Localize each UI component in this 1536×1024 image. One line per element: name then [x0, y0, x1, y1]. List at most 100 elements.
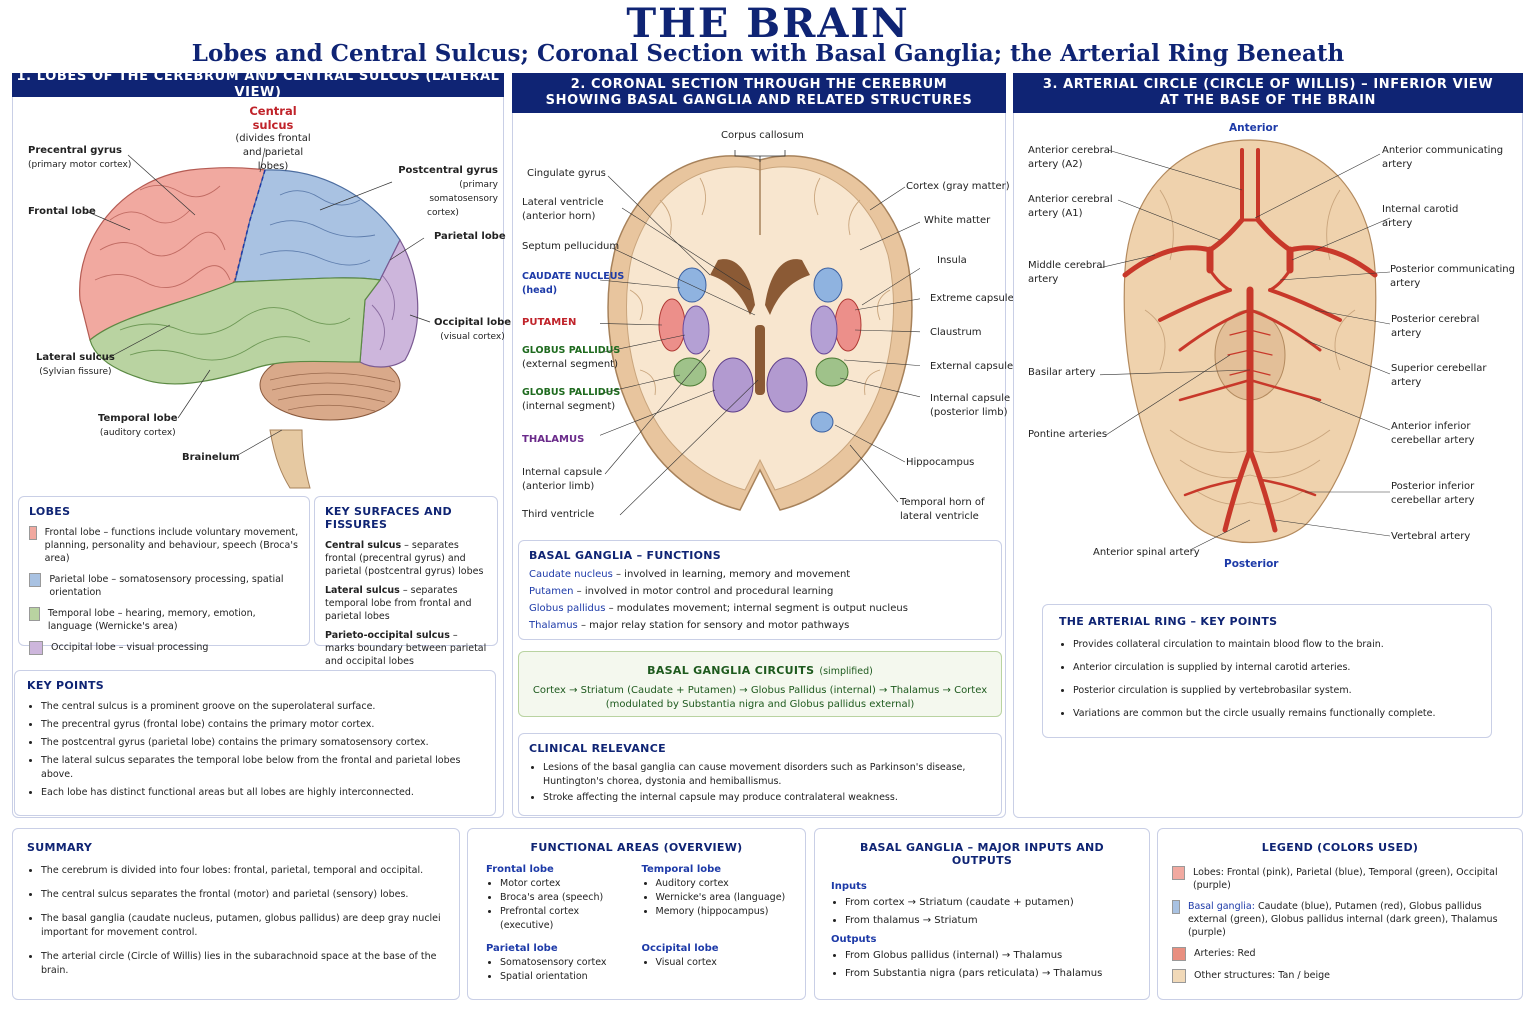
surfaces-box: KEY SURFACES AND FISSURES Central sulcus…	[314, 496, 498, 667]
acom-note: artery	[1382, 159, 1413, 170]
bg-circuits-heading: BASAL GANGLIA CIRCUITS	[647, 664, 815, 677]
frontal-lobe-label: Frontal lobe	[28, 206, 96, 217]
legend-item-label: Basal ganglia:	[1187, 901, 1255, 912]
coronal-section-illustration	[600, 150, 920, 516]
summary-item: The central sulcus separates the frontal…	[41, 888, 445, 902]
page-subtitle: Lobes and Central Sulcus; Coronal Sectio…	[191, 40, 1345, 67]
key-point: The precentral gyrus (frontal lobe) cont…	[41, 718, 483, 732]
functional-item: Motor cortex	[500, 877, 632, 891]
aca-a2-label: Anterior cerebral	[1028, 145, 1113, 156]
postcentral-gyrus-label: Postcentral gyrus	[398, 165, 498, 176]
septum-pellucidum-label: Septum pellucidum	[522, 241, 620, 252]
mca-line	[1122, 245, 1378, 278]
surface-text: – separates frontal (precentral gyrus) a…	[325, 540, 484, 577]
input-item: From thalamus → Striatum	[845, 914, 1133, 928]
clinical-item: Stroke affecting the internal capsule ma…	[543, 791, 991, 805]
lateral-sulcus-note: (Sylvian fissure)	[39, 367, 112, 377]
key-points-heading: KEY POINTS	[27, 679, 104, 692]
arterial-ring-box: THE ARTERIAL RING – KEY POINTS Provides …	[1042, 604, 1492, 738]
bg-functions-box: BASAL GANGLIA – FUNCTIONS Caudate nucleu…	[518, 540, 1002, 640]
key-point: The postcentral gyrus (parietal lobe) co…	[41, 736, 483, 750]
bg-function-term: Globus pallidus	[529, 603, 606, 614]
frontal-swatch	[29, 526, 37, 540]
pca-label: Posterior cerebral	[1391, 314, 1480, 325]
circle-of-willis-illustration	[1100, 139, 1391, 551]
ring-point: Posterior circulation is supplied by ver…	[1073, 684, 1475, 698]
hippocampus-shape	[810, 411, 834, 433]
pica-line	[1183, 478, 1317, 497]
caudate-label: CAUDATE NUCLEUS	[522, 271, 625, 282]
acom-label: Anterior communicating	[1382, 145, 1504, 156]
lobe-item: Parietal lobe – somatosensory processing…	[49, 574, 284, 598]
bg-functions-heading: BASAL GANGLIA – FUNCTIONS	[529, 549, 722, 562]
lobes-box: LOBES Frontal lobe – functions include v…	[18, 496, 310, 655]
panel-coronal-heading-line2: SHOWING BASAL GANGLIA AND RELATED STRUCT…	[545, 93, 973, 108]
corpus-callosum-bracket	[734, 150, 786, 162]
gp-external-label: GLOBUS PALLIDUS	[522, 345, 621, 356]
bg-circuits-box: BASAL GANGLIA CIRCUITS (simplified) Cort…	[518, 651, 1002, 717]
legend-swatch-other	[1172, 969, 1186, 983]
inputs-outputs-box: BASAL GANGLIA – MAJOR INPUTS AND OUTPUTS…	[814, 828, 1150, 1000]
inputs-outputs-heading: BASAL GANGLIA – MAJOR INPUTS AND OUTPUTS	[860, 841, 1104, 867]
pontine-lines	[1227, 329, 1273, 376]
precentral-gyrus-label: Precentral gyrus	[28, 145, 122, 156]
functional-item: Visual cortex	[656, 956, 788, 970]
aica-line	[1178, 378, 1322, 402]
lateral-ventricle-label: Lateral ventricle	[522, 197, 604, 208]
legend-item: Lobes: Frontal (pink), Parietal (blue), …	[1192, 867, 1498, 891]
arterial-ring-heading: THE ARTERIAL RING – KEY POINTS	[1059, 615, 1278, 628]
central-sulcus-note: (divides frontal	[235, 133, 311, 144]
occipital-lobe-shape	[359, 238, 419, 368]
external-capsule-label: External capsule	[930, 361, 1014, 372]
basilar-label: Basilar artery	[1028, 367, 1096, 378]
functional-group-title: Parietal lobe	[486, 943, 558, 954]
bg-function-text: – modulates movement; internal segment i…	[605, 603, 908, 614]
aca-a2-note: artery (A2)	[1028, 159, 1083, 170]
surfaces-box-heading: KEY SURFACES AND FISSURES	[325, 505, 452, 531]
key-point: The lateral sulcus separates the tempora…	[41, 754, 483, 782]
third-ventricle-shape	[755, 325, 765, 395]
temporal-swatch	[29, 607, 40, 621]
page-title: THE BRAIN	[626, 0, 910, 47]
claustrum-label: Claustrum	[930, 327, 982, 338]
panel-lobes-heading: 1. LOBES OF THE CEREBRUM AND CENTRAL SUL…	[12, 69, 504, 100]
thalamus-shape	[712, 357, 754, 413]
postcentral-gyrus-note: cortex)	[427, 208, 459, 218]
bg-function-term: Caudate nucleus	[529, 569, 613, 580]
bg-function-text: – involved in motor control and procedur…	[573, 586, 834, 597]
summary-heading: SUMMARY	[27, 841, 93, 854]
pontine-label: Pontine arteries	[1028, 429, 1108, 440]
gp-external-note: (external segment)	[522, 359, 618, 370]
panel-coronal-heading-line1: 2. CORONAL SECTION THROUGH THE CEREBRUM	[570, 77, 948, 92]
occipital-lobe-label: Occipital lobe	[434, 317, 512, 328]
caudate-note: (head)	[522, 285, 558, 296]
anterior-label: Anterior	[1229, 122, 1278, 134]
summary-item: The cerebrum is divided into four lobes:…	[41, 864, 445, 878]
putamen-label: PUTAMEN	[522, 317, 577, 328]
gp-internal-note: (internal segment)	[522, 401, 616, 412]
legend-heading: LEGEND (COLORS USED)	[1261, 841, 1419, 854]
anterior-spinal-label: Anterior spinal artery	[1093, 547, 1200, 558]
inputs-title: Inputs	[831, 881, 867, 892]
panel-arterial-heading-line1: 3. ARTERIAL CIRCLE (CIRCLE OF WILLIS) – …	[1042, 77, 1494, 92]
legend-item: Arteries: Red	[1194, 948, 1256, 959]
output-item: From Globus pallidus (internal) → Thalam…	[845, 949, 1133, 963]
insula-label: Insula	[937, 255, 967, 266]
surface-term: Central sulcus	[325, 540, 402, 551]
ring-point: Provides collateral circulation to maint…	[1073, 638, 1475, 652]
functional-item: Prefrontal cortex (executive)	[500, 905, 632, 933]
functional-item: Broca's area (speech)	[500, 891, 632, 905]
legend-box: LEGEND (COLORS USED) Lobes: Frontal (pin…	[1157, 828, 1523, 1000]
hippocampus-label: Hippocampus	[906, 457, 975, 468]
pcom-note: artery	[1390, 278, 1421, 289]
globus-pallidus-shape	[682, 305, 710, 355]
temporal-horn-note: lateral ventricle	[900, 511, 979, 522]
internal-capsule-posterior-note: (posterior limb)	[930, 407, 1008, 418]
key-points-box: KEY POINTS The central sulcus is a promi…	[14, 670, 496, 816]
ring-point: Anterior circulation is supplied by inte…	[1073, 661, 1475, 675]
central-sulcus-note: and parietal lobes)	[242, 147, 304, 172]
temporal-horn-label: Temporal horn of	[900, 497, 985, 508]
aica-note: cerebellar artery	[1391, 435, 1475, 446]
mca-note: artery	[1028, 274, 1059, 285]
bg-function-term: Putamen	[529, 586, 574, 597]
